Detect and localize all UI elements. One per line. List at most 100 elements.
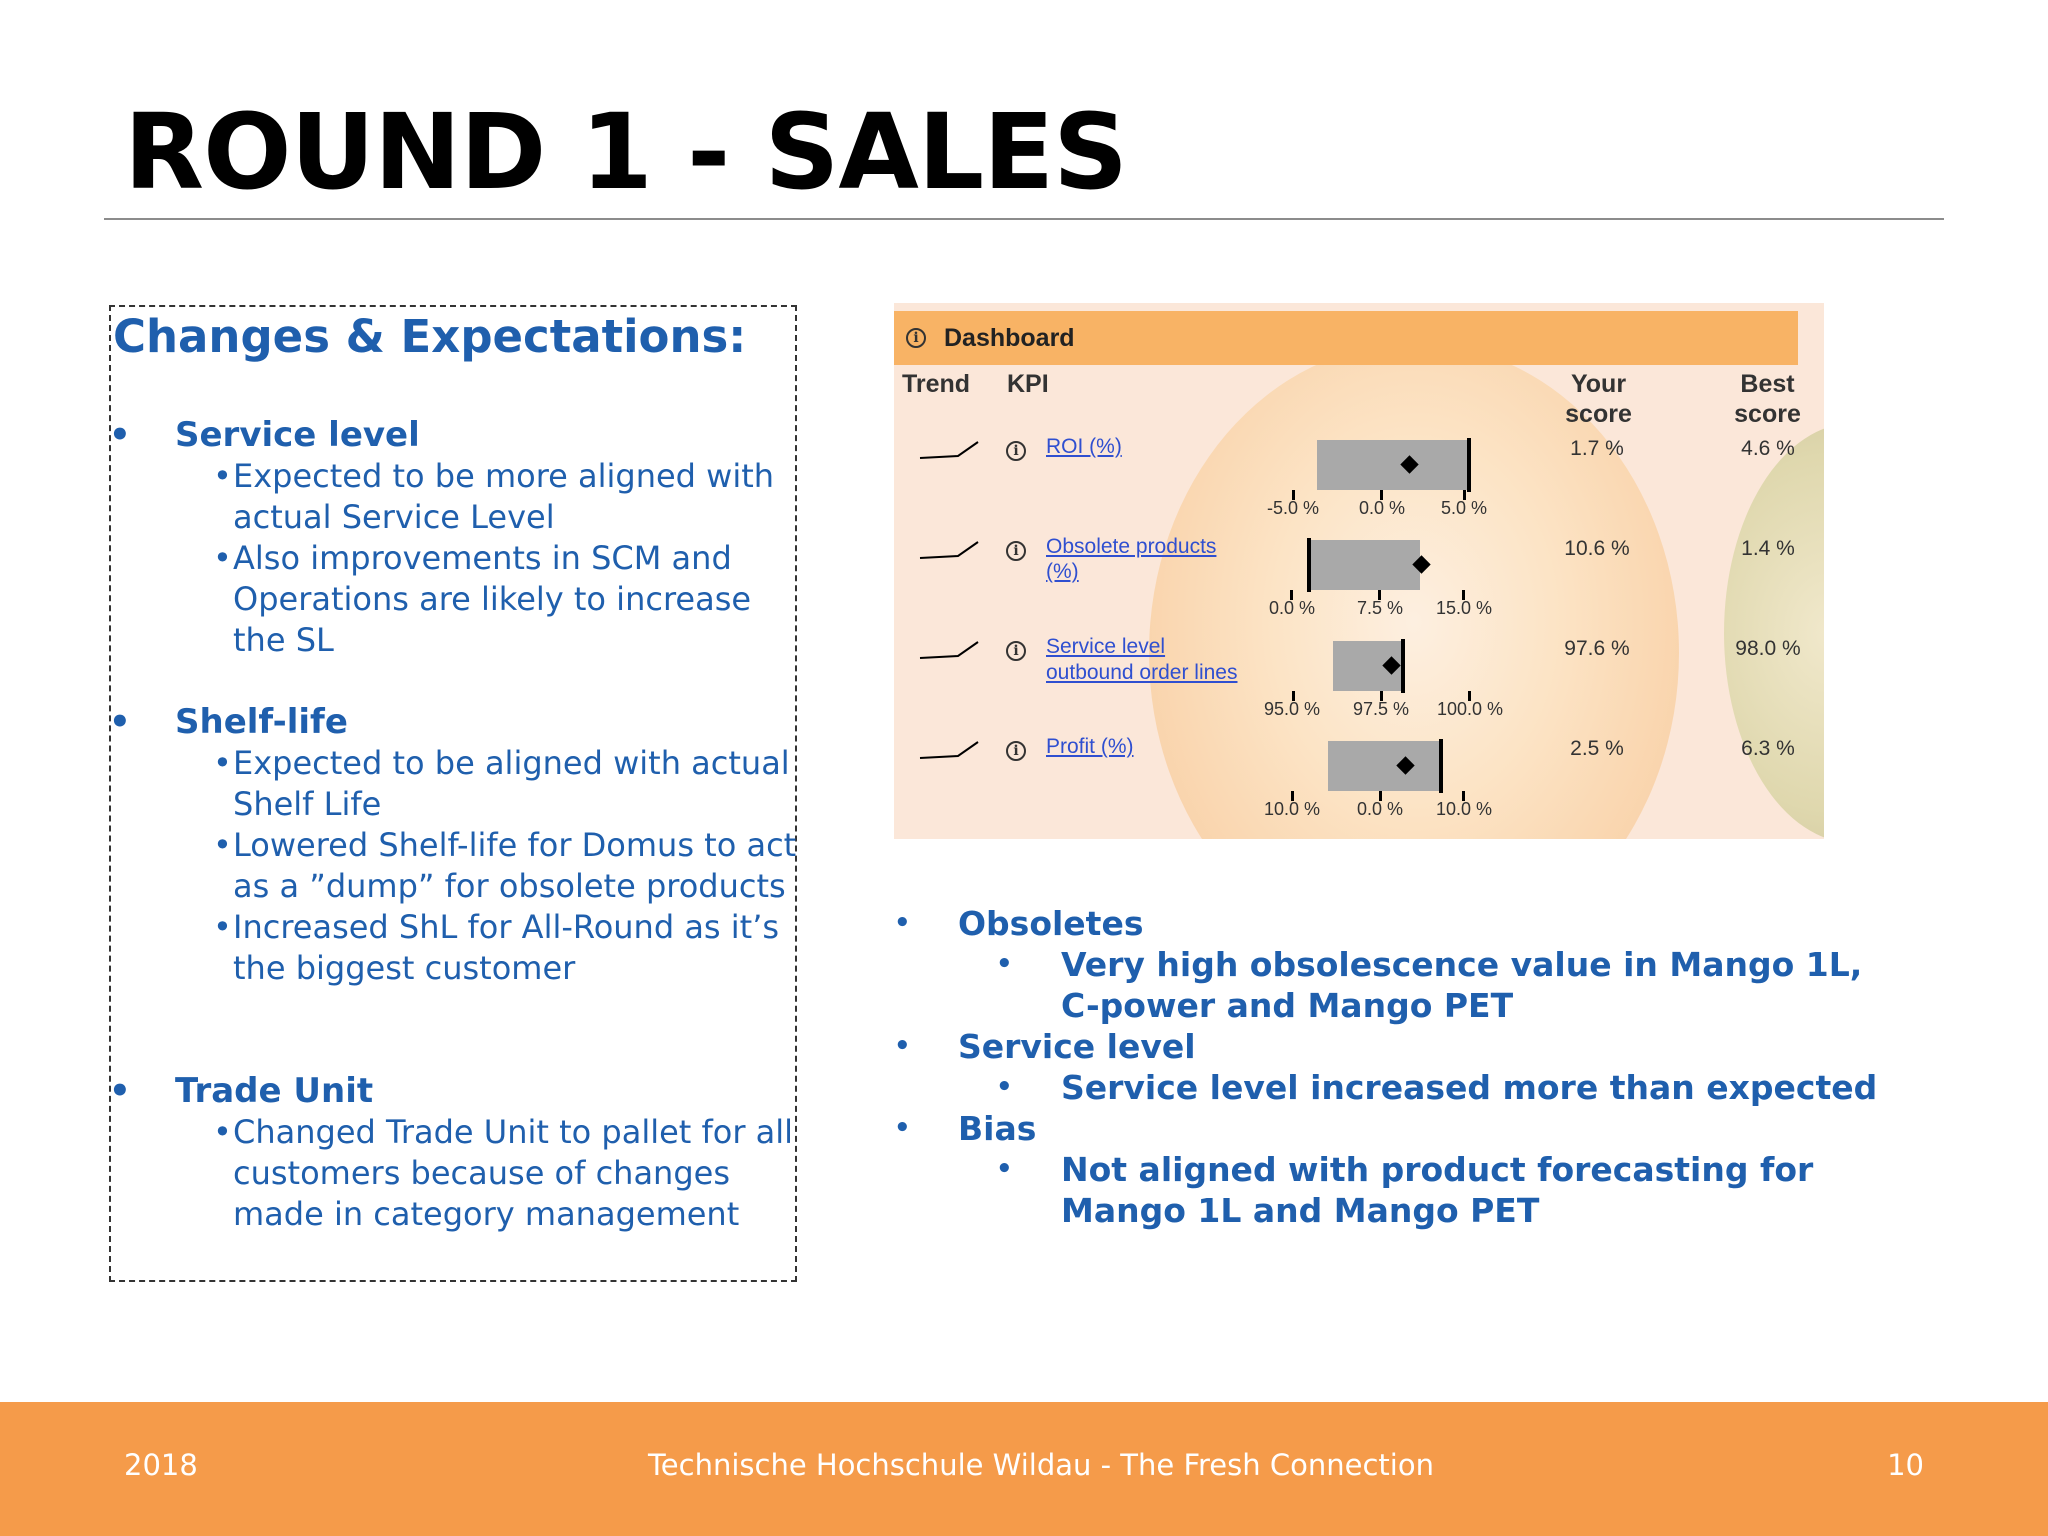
kpi-link-service-level[interactable]: Service level xyxy=(1046,635,1166,658)
list-item-text: Changed Trade Unit to pallet for all cus… xyxy=(233,1113,794,1233)
column-header-kpi: KPI xyxy=(1007,370,1049,398)
your-score-value: 10.6 % xyxy=(1564,537,1630,560)
list-sub-item-text: Mango 1L and Mango PET xyxy=(1061,1191,1540,1230)
bullet: • xyxy=(894,1031,911,1061)
list-sub-item: • Not aligned with product forecasting f… xyxy=(894,1149,1877,1231)
axis-tick-label: 5.0 % xyxy=(1440,498,1488,518)
your-score-value: 1.7 % xyxy=(1570,437,1624,460)
list-item-title: Bias xyxy=(958,1109,1037,1148)
list-sub-item-text: Very high obsolescence value in Mango 1L… xyxy=(1061,945,1863,984)
axis-tick-label: 15.0 % xyxy=(1435,598,1493,618)
page-number: 10 xyxy=(1887,1448,1924,1482)
target-marker xyxy=(1307,538,1311,592)
trend-line-icon xyxy=(919,541,979,559)
bullet: • xyxy=(109,415,131,455)
kpi-link-obsolete-products-unit[interactable]: (%) xyxy=(1046,560,1079,583)
kpi-link-obsolete-products[interactable]: Obsolete products xyxy=(1046,535,1217,558)
footer-institution: Technische Hochschule Wildau - The Fresh… xyxy=(648,1448,1434,1482)
target-marker xyxy=(1467,438,1471,492)
dashboard-header: i Dashboard xyxy=(894,311,1798,365)
bullet: • xyxy=(894,1113,911,1143)
axis-tick xyxy=(1290,590,1293,600)
column-header-trend: Trend xyxy=(902,370,971,398)
section-title: Shelf-life xyxy=(175,702,348,742)
axis-tick xyxy=(1380,490,1383,500)
list-item: • Changed Trade Unit to pallet for all c… xyxy=(111,1112,811,1235)
axis-tick-label: 95.0 % xyxy=(1263,699,1321,719)
list-item-bias: • Bias xyxy=(894,1108,1877,1149)
info-icon[interactable]: i xyxy=(906,328,926,348)
list-sub-item: • Very high obsolescence value in Mango … xyxy=(894,944,1877,1026)
changes-expectations-panel: Changes & Expectations: • Service level … xyxy=(109,305,797,1282)
best-score-value: 98.0 % xyxy=(1735,637,1801,660)
axis-tick xyxy=(1291,791,1294,801)
list-item: • Expected to be more aligned with actua… xyxy=(111,456,811,538)
kpi-bar xyxy=(1309,540,1420,590)
slide-footer: 2018 Technische Hochschule Wildau - The … xyxy=(0,1402,2048,1536)
kpi-link-roi[interactable]: ROI (%) xyxy=(1046,435,1122,458)
sub-bullet: • xyxy=(213,1113,232,1151)
section-service-level: • Service level • Expected to be more al… xyxy=(109,414,811,661)
list-item-text: Expected to be aligned with actual Shelf… xyxy=(233,744,790,823)
axis-tick xyxy=(1462,590,1465,600)
kpi-bar xyxy=(1328,741,1440,791)
sub-bullet: • xyxy=(213,826,232,864)
sub-bullet: • xyxy=(213,744,232,782)
section-trade-unit: • Trade Unit • Changed Trade Unit to pal… xyxy=(109,1070,811,1235)
list-sub-item: • Service level increased more than expe… xyxy=(894,1067,1877,1108)
axis-tick-label: 100.0 % xyxy=(1436,699,1504,719)
axis-tick xyxy=(1379,791,1382,801)
section-title: Trade Unit xyxy=(175,1071,374,1111)
footer-year: 2018 xyxy=(124,1448,198,1482)
your-score-value: 97.6 % xyxy=(1564,637,1630,660)
info-icon[interactable]: i xyxy=(1006,741,1026,761)
bullet: • xyxy=(109,1071,131,1111)
findings-list: • Obsoletes • Very high obsolescence val… xyxy=(894,903,1877,1231)
best-score-value: 6.3 % xyxy=(1741,737,1795,760)
axis-tick xyxy=(1378,590,1381,600)
trend-line-icon xyxy=(919,641,979,659)
kpi-link-service-level-detail[interactable]: outbound order lines xyxy=(1046,661,1238,684)
trend-line-icon xyxy=(919,741,979,759)
info-icon[interactable]: i xyxy=(1006,441,1026,461)
list-item-service-level: • Service level xyxy=(894,1026,1877,1067)
axis-tick-label: 0.0 % xyxy=(1268,598,1316,618)
bullet: • xyxy=(996,1154,1013,1184)
column-header-your-score: Your score xyxy=(1565,370,1632,428)
axis-tick-label: 0.0 % xyxy=(1356,799,1404,819)
sub-bullet: • xyxy=(213,457,232,495)
kpi-link-profit[interactable]: Profit (%) xyxy=(1046,735,1134,758)
list-sub-item-text: Service level increased more than expect… xyxy=(1061,1068,1878,1107)
bullet: • xyxy=(894,908,911,938)
info-icon[interactable]: i xyxy=(1006,641,1026,661)
info-icon[interactable]: i xyxy=(1006,541,1026,561)
axis-tick xyxy=(1463,490,1466,500)
axis-tick-label: 10.0 % xyxy=(1435,799,1493,819)
list-item-text: Expected to be more aligned with actual … xyxy=(233,457,775,536)
axis-tick xyxy=(1468,691,1471,701)
kpi-dashboard: i Dashboard Trend KPI Your score Best sc… xyxy=(894,303,1824,839)
axis-tick xyxy=(1462,791,1465,801)
slide-title: ROUND 1 - SALES xyxy=(124,91,1128,213)
list-sub-item-text: C-power and Mango PET xyxy=(1061,986,1514,1025)
column-header-best-score: Best score xyxy=(1734,370,1801,428)
list-item: • Also improvements in SCM and Operation… xyxy=(111,538,811,661)
trend-line-icon xyxy=(919,441,979,459)
list-item-obsoletes: • Obsoletes xyxy=(894,903,1877,944)
sub-bullet: • xyxy=(213,908,232,946)
list-item-title: Obsoletes xyxy=(958,904,1144,943)
kiwi-background-image xyxy=(1724,423,1824,839)
section-title: Service level xyxy=(175,415,420,455)
list-item: • Expected to be aligned with actual She… xyxy=(111,743,811,825)
list-item: • Lowered Shelf-life for Domus to act as… xyxy=(111,825,811,907)
axis-tick-label: 7.5 % xyxy=(1356,598,1404,618)
axis-tick-label: 97.5 % xyxy=(1352,699,1410,719)
list-item: • Increased ShL for All-Round as it’s th… xyxy=(111,907,811,989)
list-sub-item-text: Not aligned with product forecasting for xyxy=(1061,1150,1814,1189)
axis-tick-label: 10.0 % xyxy=(1263,799,1321,819)
axis-tick-label: 0.0 % xyxy=(1358,498,1406,518)
target-marker xyxy=(1401,639,1405,693)
axis-tick xyxy=(1292,691,1295,701)
list-item-text: Also improvements in SCM and Operations … xyxy=(233,539,752,659)
best-score-value: 1.4 % xyxy=(1741,537,1795,560)
